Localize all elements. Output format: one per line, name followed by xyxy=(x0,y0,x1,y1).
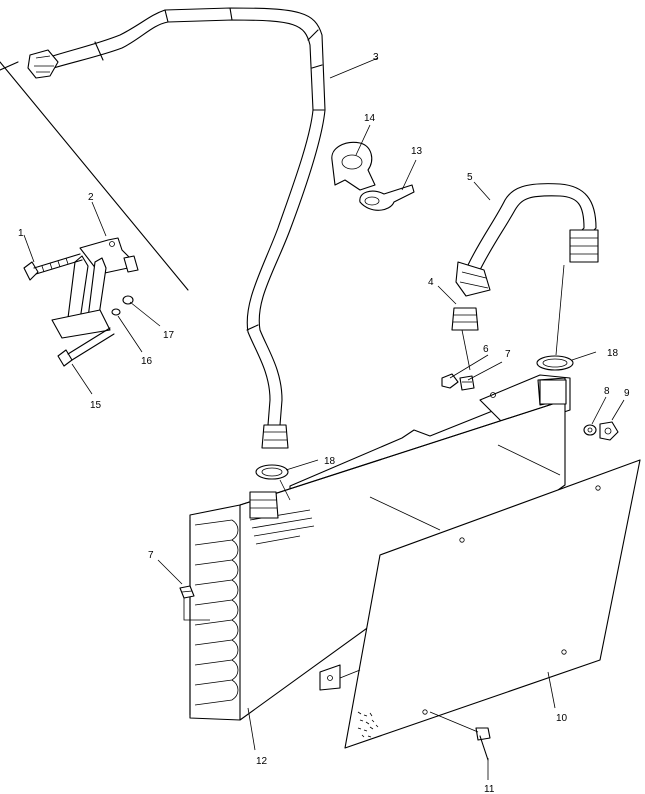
callout-9: 9 xyxy=(624,388,630,399)
callout-3: 3 xyxy=(373,52,379,63)
bolt-part-15 xyxy=(57,327,115,367)
oil-cooler-core xyxy=(189,379,567,721)
hose-part-5 xyxy=(455,183,599,297)
callout-11: 11 xyxy=(484,784,495,794)
callout-17: 17 xyxy=(163,330,175,341)
o-ring-part-16 xyxy=(111,308,121,316)
o-ring-part-18-upper xyxy=(536,355,574,371)
callout-13: 13 xyxy=(411,146,423,157)
callout-16: 16 xyxy=(141,356,153,367)
callout-1: 1 xyxy=(18,228,24,239)
nut-part-7-lower xyxy=(179,585,195,599)
o-ring-part-18-lower xyxy=(255,464,289,480)
callout-7-upper: 7 xyxy=(505,349,511,360)
nut-part-9 xyxy=(599,421,619,441)
nut-part-6 xyxy=(441,373,459,389)
callout-15: 15 xyxy=(90,400,102,411)
upper-hose xyxy=(27,7,326,449)
callout-14: 14 xyxy=(364,113,376,124)
o-ring-part-17 xyxy=(122,295,134,305)
nut-part-7-upper xyxy=(459,375,475,391)
callout-5: 5 xyxy=(467,172,473,183)
decal-marks xyxy=(357,711,379,738)
cable-tie-part-13 xyxy=(359,184,415,211)
callout-8: 8 xyxy=(604,386,610,397)
callout-18-lower: 18 xyxy=(324,456,336,467)
callout-18-upper: 18 xyxy=(607,348,619,359)
shield-panel-part-10 xyxy=(344,459,641,749)
callout-2: 2 xyxy=(88,192,94,203)
bracket-part-2 xyxy=(0,61,189,339)
clamp-part-14 xyxy=(331,141,376,191)
callout-10: 10 xyxy=(556,713,568,724)
callout-12: 12 xyxy=(256,756,268,767)
callout-6: 6 xyxy=(483,344,489,355)
callout-4: 4 xyxy=(428,277,434,288)
leader-lines xyxy=(23,57,625,780)
callout-7-lower: 7 xyxy=(148,550,154,561)
fitting-part-4 xyxy=(451,307,479,331)
bolt-part-1 xyxy=(23,253,83,281)
washer-part-8 xyxy=(583,424,597,436)
screw-part-11 xyxy=(475,727,491,761)
